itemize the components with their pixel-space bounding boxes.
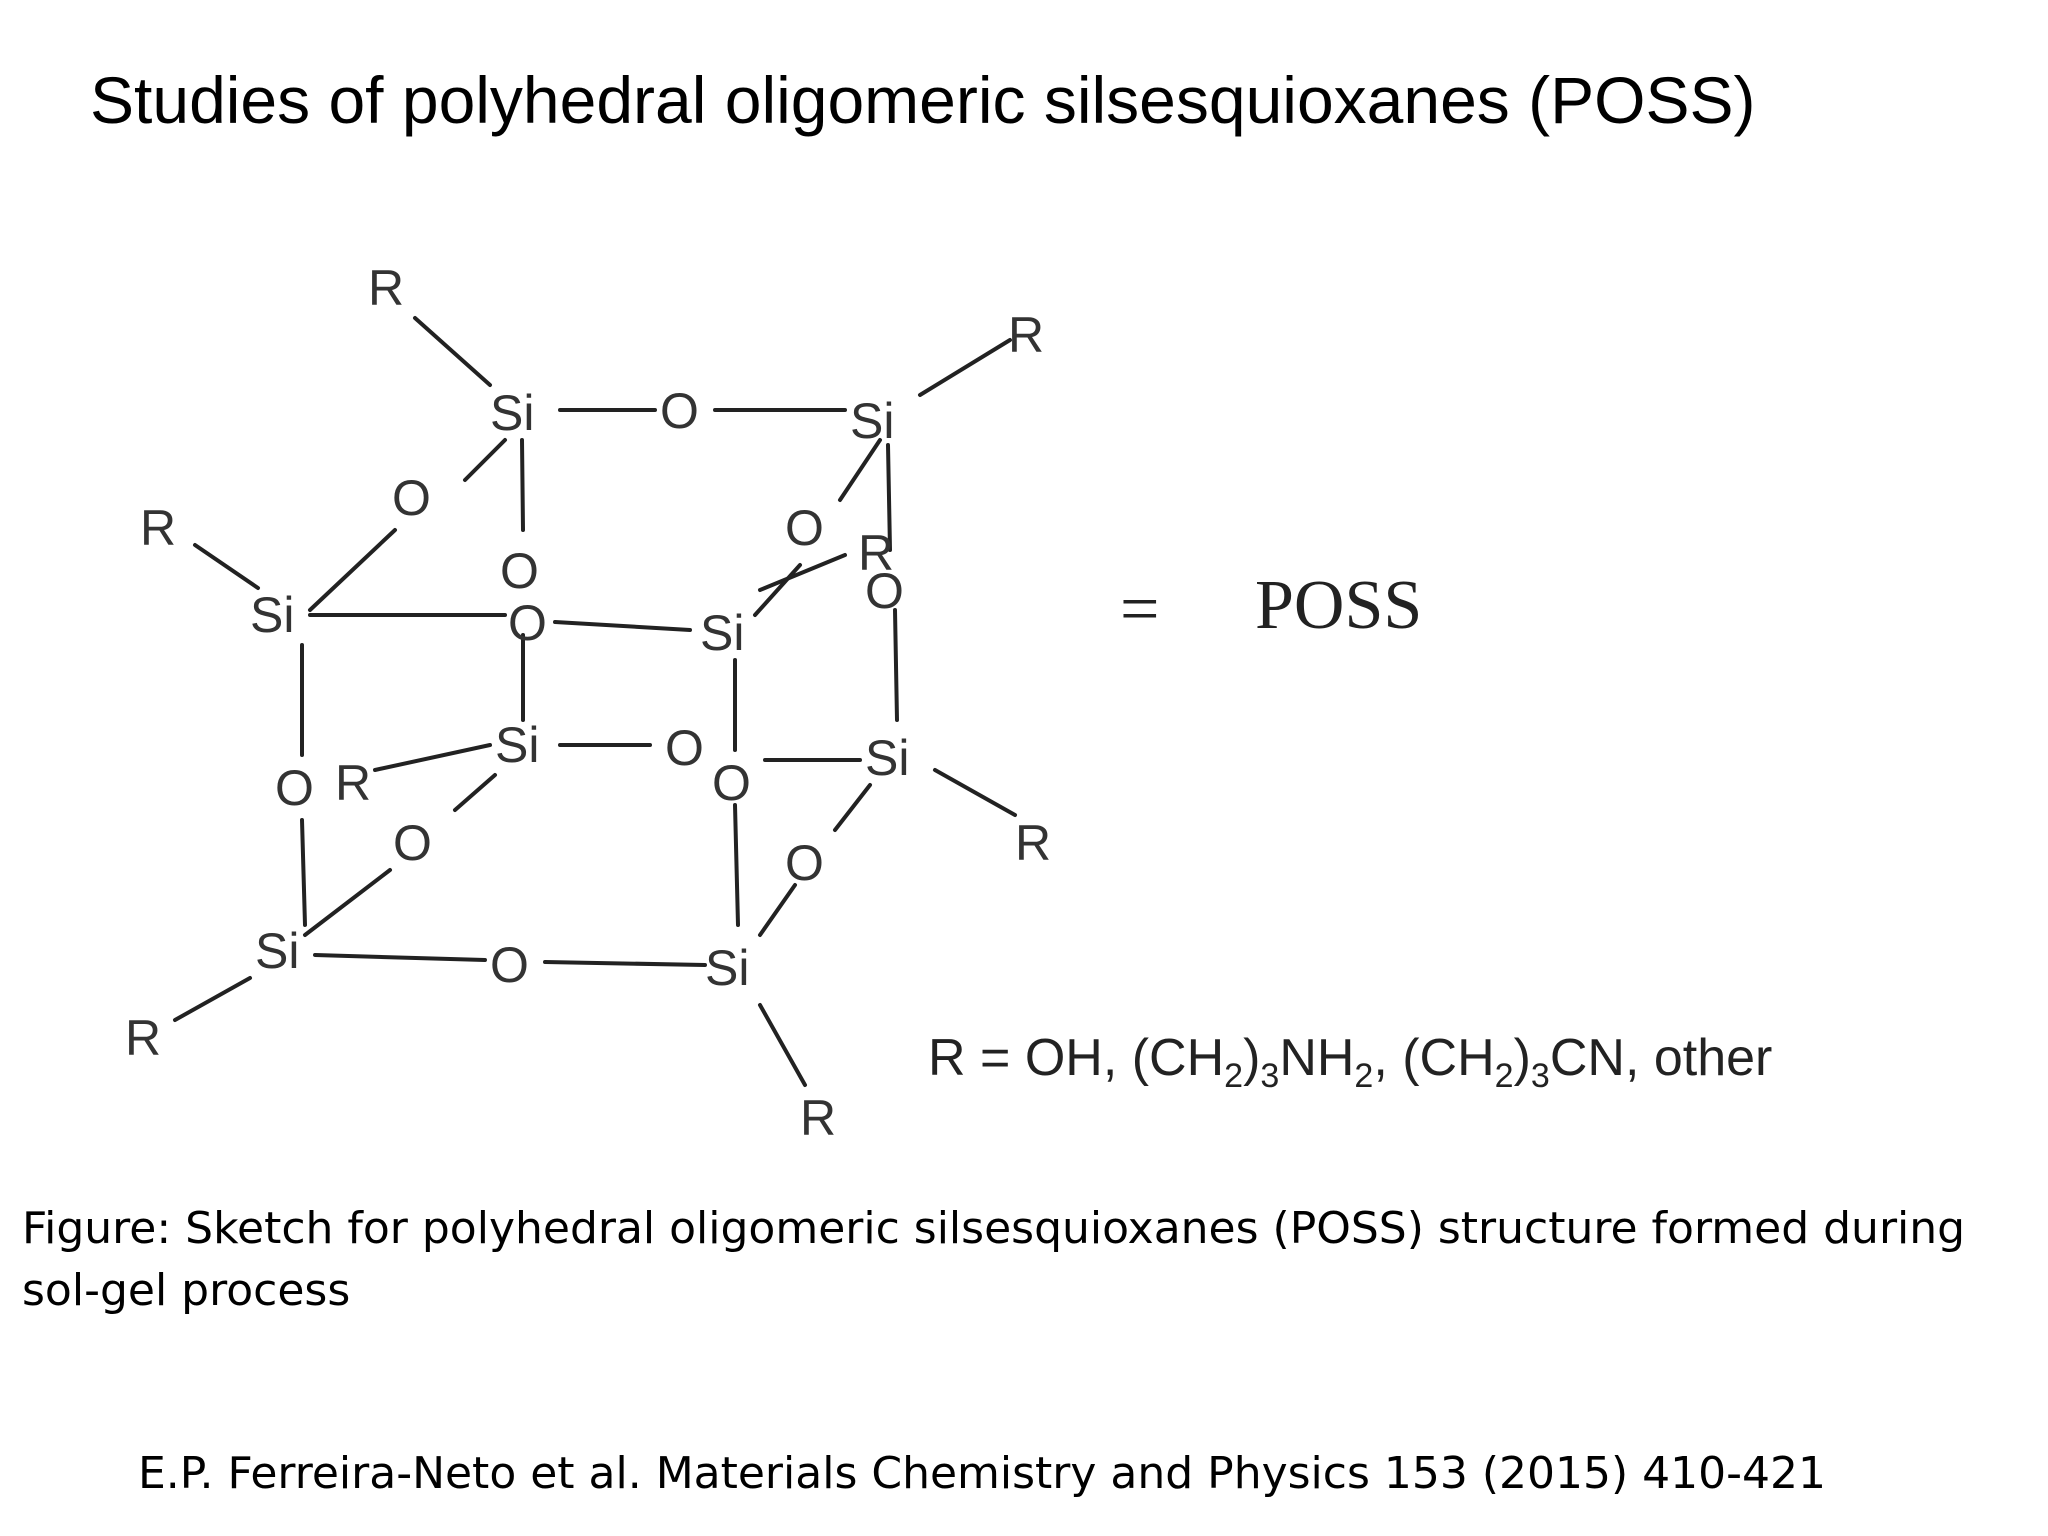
r-label: R [335,755,371,811]
atom-labels: R R R R R R R R Si Si Si Si Si Si Si Si … [125,260,1051,1146]
r-label: R [140,500,176,556]
si-label: Si [700,605,744,661]
o-label: O [490,937,529,993]
r-def-text: , (CH [1373,1029,1494,1087]
si-label: Si [865,730,909,786]
o-label: O [712,755,751,811]
r-def-text: NH [1279,1029,1354,1087]
figure-caption: Figure: Sketch for polyhedral oligomeric… [22,1203,1966,1316]
si-label: Si [850,393,894,449]
o-label: O [865,563,904,619]
o-label: O [392,470,431,526]
si-label: Si [250,587,294,643]
si-label: Si [495,717,539,773]
slide-title: Studies of polyhedral oligomeric silsesq… [90,63,1756,137]
si-label: Si [490,385,534,441]
r-definition: R = OH, (CH2)3NH2, (CH2)3CN, other [928,1029,1772,1095]
r-label: R [368,260,404,316]
r-substituent-bonds [173,316,1017,1087]
r-label: R [858,525,894,581]
r-def-subscript: 2 [1224,1057,1243,1095]
si-label: Si [705,940,749,996]
r-label: R [800,1090,836,1146]
o-label: O [500,543,539,599]
r-label: R [1008,307,1044,363]
cube-bonds [300,408,899,967]
o-label: O [785,500,824,556]
o-label: O [785,835,824,891]
r-label: R [125,1010,161,1066]
r-def-subscript: 2 [1495,1057,1514,1095]
r-def-subscript: 3 [1531,1057,1550,1095]
poss-label: POSS [1255,567,1422,644]
o-label: O [508,595,547,651]
citation: E.P. Ferreira-Neto et al. Materials Chem… [138,1448,1826,1499]
r-def-prefix: R = OH, (CH [928,1029,1224,1087]
o-label: O [393,815,432,871]
si-label: Si [255,923,299,979]
o-label: O [275,760,314,816]
r-def-subscript: 3 [1260,1057,1279,1095]
r-def-suffix: CN, other [1550,1029,1773,1087]
o-label: O [660,383,699,439]
poss-structure-diagram: R R R R R R R R Si Si Si Si Si Si Si Si … [125,260,1772,1146]
r-def-subscript: 2 [1354,1057,1373,1095]
o-label: O [665,720,704,776]
r-label: R [1015,815,1051,871]
equals-sign: = [1120,571,1159,648]
